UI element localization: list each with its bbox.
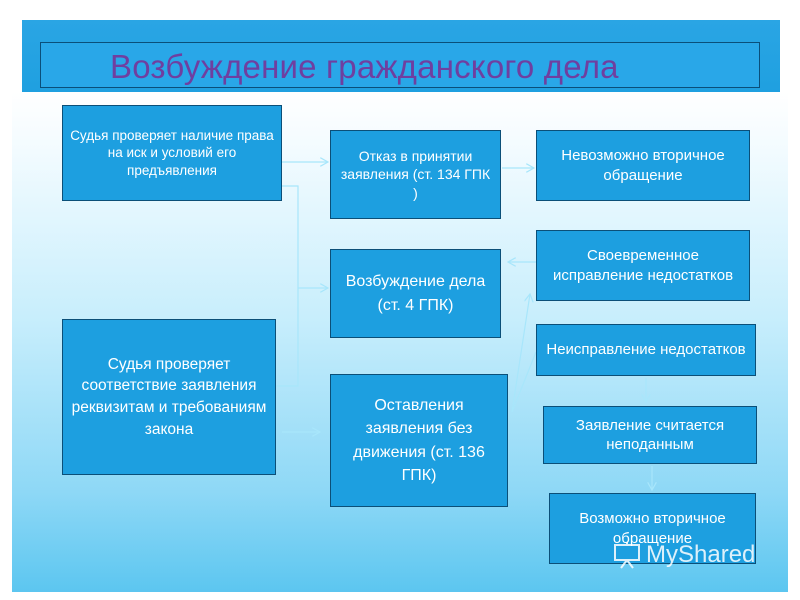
box-judge-check-requisites: Судья проверяет соответствие заявления р… [62,319,276,475]
box-timely-correction: Своевременное исправление недостатков [536,230,750,301]
box-judge-check-right: Судья проверяет наличие права на иск и у… [62,105,282,201]
line-leave-to-non-correction [511,351,537,413]
watermark-text: MyShared [646,541,756,568]
box-initiation: Возбуждение дела (ст. 4 ГПК) [330,249,501,338]
line-leave-up [511,294,530,413]
presentation-board-icon [614,542,640,569]
watermark: MyShared [612,540,755,570]
title-frame [40,42,760,88]
line-bracket [276,185,299,387]
box-non-correction: Неисправление недостатков [536,324,756,376]
box-possible-repeat: Возможно вторичное обращение [549,493,756,564]
box-leave-without-motion: Оставления заявления без движения (ст. 1… [330,374,508,507]
box-impossible-repeat: Невозможно вторичное обращение [536,130,750,201]
page-title: Возбуждение гражданского дела [110,48,619,85]
box-not-filed: Заявление считается неподанным [543,406,757,464]
box-refusal: Отказ в принятии заявления (ст. 134 ГПК … [330,130,501,219]
